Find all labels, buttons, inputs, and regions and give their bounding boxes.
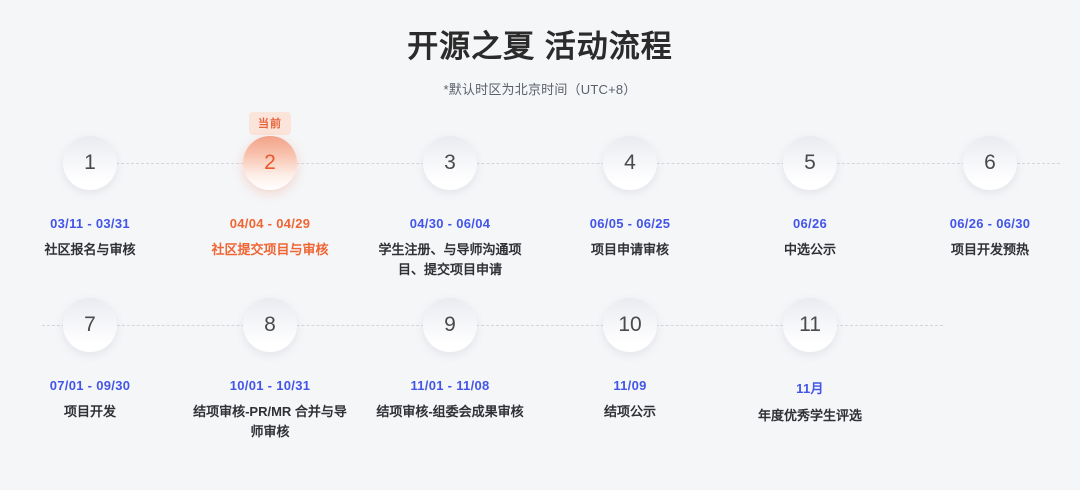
timeline-step-7[interactable]: 7 07/01 - 09/30 项目开发: [0, 272, 180, 442]
step-dates: 10/01 - 10/31: [229, 378, 311, 393]
step-number-circle-5[interactable]: 5: [783, 136, 837, 190]
timeline-step-5[interactable]: 5 06/26 中选公示: [720, 110, 900, 280]
timeline-step-3[interactable]: 3 04/30 - 06/04 学生注册、与导师沟通项目、提交项目申请: [360, 110, 540, 280]
step-dates: 11月: [796, 381, 824, 396]
timeline-steps-row-2: 7 07/01 - 09/30 项目开发 8 10/01 - 10/31 结项审核-PR/…: [0, 272, 1080, 442]
timeline-step-1[interactable]: 1 03/11 - 03/31 社区报名与审核: [0, 110, 180, 280]
step-label: 项目开发预热: [950, 242, 1029, 257]
step-dates: 03/11 - 03/31: [50, 216, 130, 231]
step-dates: 06/05 - 06/25: [589, 216, 671, 231]
step-number-circle-2[interactable]: 2: [243, 136, 297, 190]
step-label: 社区报名与审核: [44, 242, 136, 257]
timeline-row-2: 7 07/01 - 09/30 项目开发 8 10/01 - 10/31 结项审核-PR/…: [0, 272, 1080, 462]
step-label: 学生注册、与导师沟通项目、提交项目申请: [378, 242, 522, 278]
step-dates: 07/01 - 09/30: [49, 378, 131, 393]
timeline-step-10[interactable]: 10 11/09 结项公示: [540, 272, 720, 442]
step-label: 结项审核-PR/MR 合并与导师审核: [193, 404, 347, 440]
step-number-circle-7[interactable]: 7: [63, 298, 117, 352]
timeline-step-8[interactable]: 8 10/01 - 10/31 结项审核-PR/MR 合并与导师审核: [180, 272, 360, 442]
step-dates: 06/26: [792, 216, 828, 231]
step-label: 年度优秀学生评选: [757, 408, 862, 423]
timeline-track-dashed-row-1: [96, 163, 1060, 164]
current-step-badge: 当前: [249, 112, 291, 135]
step-dates: 04/30 - 06/04: [409, 216, 491, 231]
step-label: 社区提交项目与审核: [211, 242, 329, 257]
step-label: 结项审核-组委会成果审核: [376, 404, 524, 419]
step-dates: 11/09: [613, 378, 647, 393]
timeline-step-11[interactable]: 11 11月年度优秀学生评选: [720, 272, 900, 442]
step-number-circle-6[interactable]: 6: [963, 136, 1017, 190]
step-dates: 06/26 - 06/30: [949, 216, 1031, 231]
step-number-circle-8[interactable]: 8: [243, 298, 297, 352]
step-number-circle-11[interactable]: 11: [783, 298, 837, 352]
step-number-circle-10[interactable]: 10: [603, 298, 657, 352]
step-number-circle-1[interactable]: 1: [63, 136, 117, 190]
step-number-circle-4[interactable]: 4: [603, 136, 657, 190]
step-label: 结项公示: [603, 404, 656, 419]
step-label: 项目开发: [63, 404, 116, 419]
step-dates: 04/04 - 04/29: [229, 216, 311, 231]
step-label: 中选公示: [783, 242, 836, 257]
timezone-note: *默认时区为北京时间（UTC+8）: [443, 81, 637, 97]
timeline-step-6[interactable]: 6 06/26 - 06/30 项目开发预热: [900, 110, 1080, 280]
step-dates: 11/01 - 11/08: [410, 378, 490, 393]
step-number-circle-9[interactable]: 9: [423, 298, 477, 352]
timeline-step-4[interactable]: 4 06/05 - 06/25 项目申请审核: [540, 110, 720, 280]
page-header: 开源之夏 活动流程 *默认时区为北京时间（UTC+8）: [0, 0, 1080, 98]
timeline-track-dashed-row-2: [42, 325, 943, 326]
timeline-step-9[interactable]: 9 11/01 - 11/08 结项审核-组委会成果审核: [360, 272, 540, 442]
step-number-circle-3[interactable]: 3: [423, 136, 477, 190]
page-title: 开源之夏 活动流程: [407, 29, 673, 64]
step-label: 项目申请审核: [590, 242, 669, 257]
